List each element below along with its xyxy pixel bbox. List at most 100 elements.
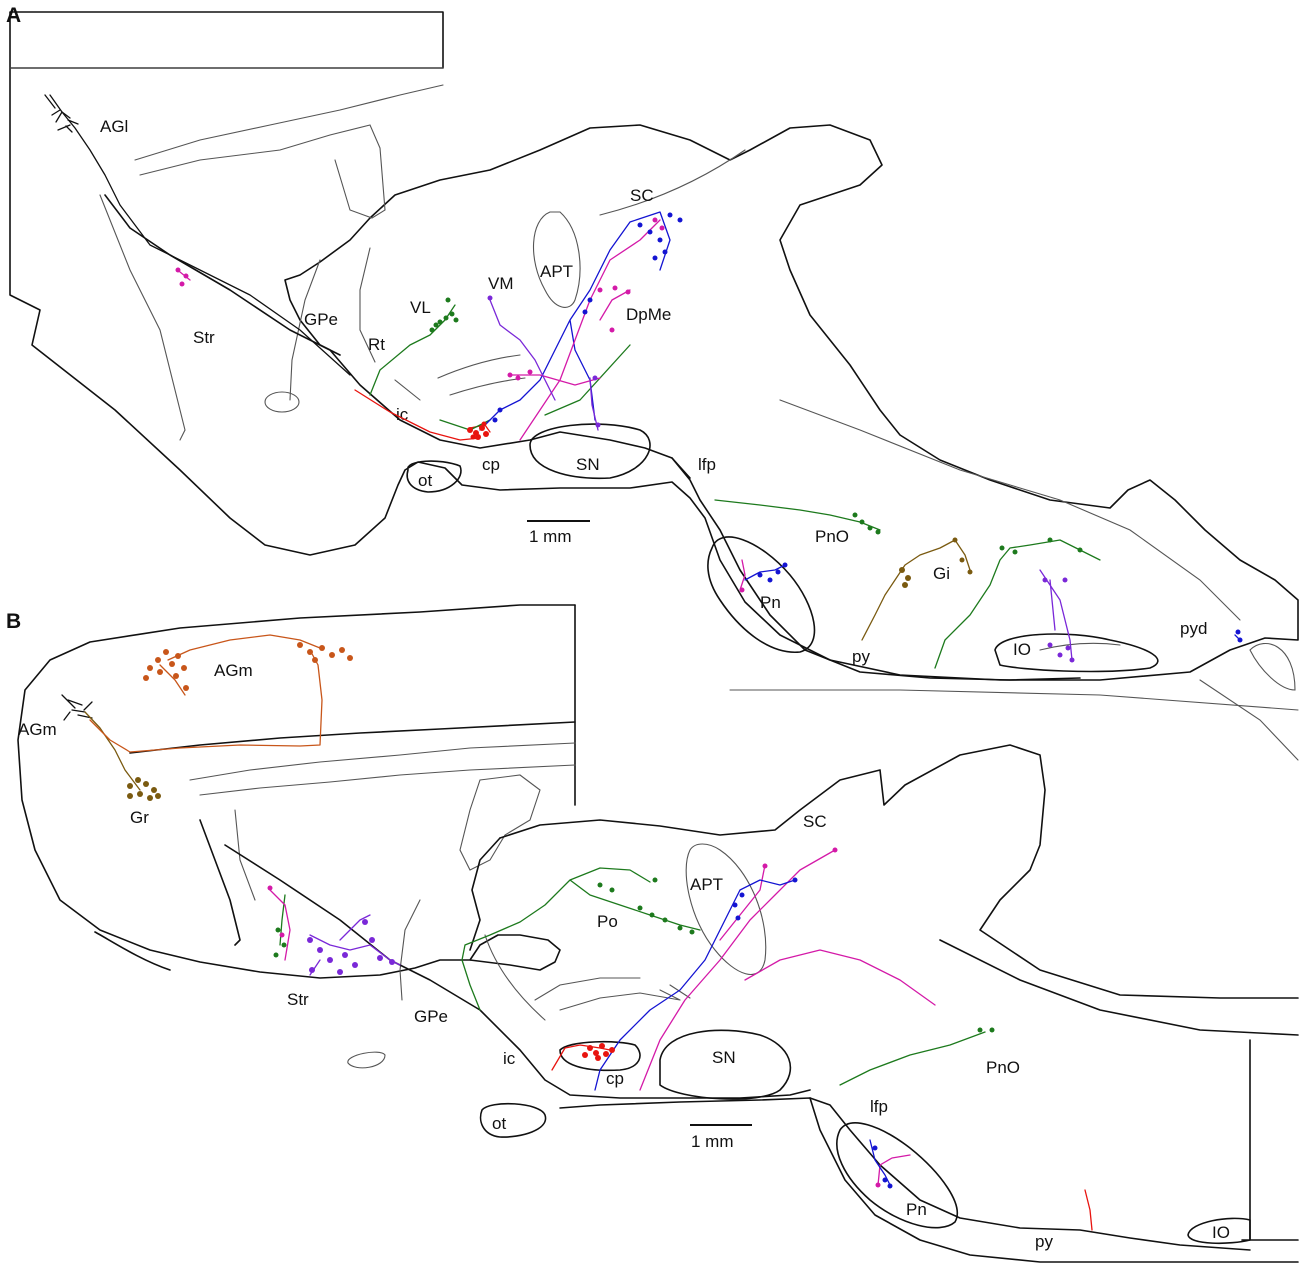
label-a-apt: APT — [540, 262, 573, 281]
panel-b-tract-lines — [559, 984, 691, 1011]
axon-b-blue — [594, 879, 891, 1186]
label-b-gr: Gr — [130, 808, 149, 827]
panel-b-letter: B — [6, 610, 21, 633]
panel-b-cp-outline — [559, 1040, 641, 1072]
cluster-a-blue — [492, 212, 683, 423]
cluster-a-purple — [487, 295, 1075, 663]
panel-b-ventricle — [459, 774, 541, 871]
panel-a-str-boundary — [99, 194, 186, 441]
label-b-cp: cp — [606, 1069, 624, 1088]
panel-a-brain-outline — [9, 11, 444, 69]
panel-b-brain-contour — [17, 604, 576, 979]
panel-b-scale-bar-label: 1 mm — [691, 1132, 734, 1151]
axon-b-magenta — [269, 849, 936, 1186]
axon-a-blue-pn — [744, 564, 1241, 641]
label-b-str: Str — [287, 990, 309, 1009]
panel-a-brainstem-line-2 — [729, 689, 1299, 711]
label-a-vm: VM — [488, 274, 514, 293]
panel-a-gpe-boundary — [289, 259, 321, 401]
panel-a-brainstem-line-3 — [1199, 679, 1299, 761]
label-b-lfp: lfp — [870, 1097, 888, 1116]
panel-b-brainstem-line — [939, 939, 1299, 1036]
label-a-agl: AGl — [100, 117, 128, 136]
panel-a-tract-2 — [449, 377, 526, 396]
label-a-pyd: pyd — [1180, 619, 1207, 638]
dendrite-a-black — [44, 94, 79, 133]
cluster-a-green-vl — [429, 297, 459, 333]
label-b-ot: ot — [492, 1114, 506, 1133]
axon-a-purple — [489, 299, 1073, 661]
panel-a-ot-outline — [406, 460, 462, 493]
label-a-lfp: lfp — [698, 455, 716, 474]
panel-b-io-outline — [1187, 1217, 1251, 1245]
label-b-sn: SN — [712, 1048, 736, 1067]
axon-a-olive — [861, 539, 971, 641]
panel-b-apt-outline — [685, 843, 767, 976]
cluster-a-green-pno — [852, 512, 1083, 555]
cluster-a-magenta — [175, 217, 745, 593]
panel-a-pyd-region — [1249, 642, 1296, 691]
label-a-gi: Gi — [933, 564, 950, 583]
label-b-pno: PnO — [986, 1058, 1020, 1077]
panel-b-ot-outline — [479, 1102, 547, 1138]
panel-a-io-inner — [1039, 642, 1121, 651]
panel-a-ventral-border — [104, 194, 691, 479]
panel-b-gpe-boundary — [399, 899, 421, 1001]
cluster-b-green — [273, 877, 995, 1033]
label-a-gpe: GPe — [304, 310, 338, 329]
panel-a-midbrain-line — [599, 149, 746, 216]
panel-a-sn-outline — [529, 423, 651, 480]
panel-b-str-boundary-1 — [234, 809, 256, 901]
panel-a: A 1 — [6, 4, 1299, 761]
panel-a-tract-1 — [437, 354, 521, 379]
dendrite-b-black — [61, 694, 93, 721]
label-a-sn: SN — [576, 455, 600, 474]
label-b-po: Po — [597, 912, 618, 931]
label-b-apt: APT — [690, 875, 723, 894]
axon-b-orange — [89, 634, 323, 753]
panel-b-lower-border — [809, 1097, 1299, 1263]
panel-b-bouton-clusters — [127, 642, 995, 1189]
label-a-pno: PnO — [815, 527, 849, 546]
label-a-str: Str — [193, 328, 215, 347]
cluster-b-purple — [307, 919, 395, 975]
label-a-ot: ot — [418, 471, 432, 490]
panel-b-str-outline — [94, 819, 241, 971]
panel-a-scale-bar-label: 1 mm — [529, 527, 572, 546]
label-b-agm-left: AGm — [18, 720, 57, 739]
panel-a-brainstem-line-1 — [779, 399, 1241, 621]
label-a-sc: SC — [630, 186, 654, 205]
label-a-rt: Rt — [368, 335, 385, 354]
panel-b-small-nucleus — [347, 1051, 386, 1069]
panel-a-pn-outline — [707, 536, 816, 653]
panel-b-corpus-callosum-1 — [189, 742, 576, 781]
axon-a-blue — [479, 211, 671, 431]
panel-b-axon-tracings — [61, 634, 1093, 1231]
label-a-vl: VL — [410, 298, 431, 317]
panel-b-brainstem-box — [1241, 1039, 1299, 1241]
panel-a-io-outline — [994, 633, 1159, 673]
panel-a-rt-boundary — [359, 247, 376, 363]
panel-a-bouton-clusters — [175, 212, 1243, 663]
cluster-b-olive — [127, 777, 161, 801]
label-a-pn: Pn — [760, 593, 781, 612]
label-a-py: py — [852, 647, 870, 666]
panel-b-thalamus-inner-2 — [534, 977, 641, 1001]
cluster-a-blue-pn — [757, 562, 1243, 643]
cluster-b-orange — [143, 642, 353, 691]
axon-b-green-po — [279, 867, 986, 1086]
panel-a-tract-3 — [394, 379, 421, 401]
panel-b-thalamus-contour — [469, 837, 501, 951]
panel-b-corpus-callosum-2 — [199, 764, 576, 796]
label-a-io: IO — [1013, 640, 1031, 659]
axon-a-magenta-pn — [739, 559, 746, 591]
panel-b: B 1 mm — [6, 604, 1299, 1263]
panel-a-corpus-callosum — [134, 84, 444, 161]
cluster-a-red — [467, 421, 489, 440]
panel-a-ventricle — [139, 124, 386, 219]
panel-b-ventral-border — [224, 844, 811, 1099]
axon-a-magenta — [179, 219, 661, 441]
panel-b-pontine-border — [559, 1097, 1251, 1251]
